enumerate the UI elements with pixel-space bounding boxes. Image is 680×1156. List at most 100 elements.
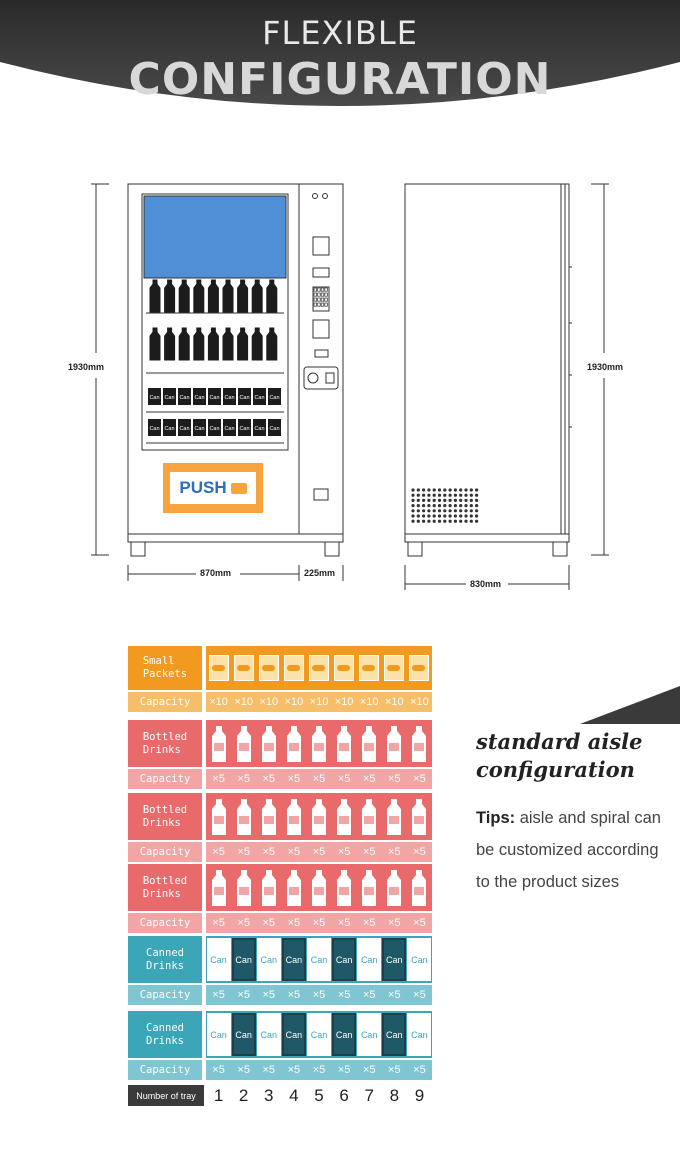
bottle-icon <box>412 869 427 906</box>
capacity-value: ×5 <box>237 773 250 785</box>
bottle-icon <box>178 279 190 313</box>
tray-product-cell <box>281 646 306 690</box>
tray-product-cell: Can <box>206 936 231 983</box>
capacity-label: Capacity <box>128 913 202 933</box>
tray-product-cell: Can <box>306 1011 331 1058</box>
corner-stripe <box>580 686 680 724</box>
tray-product-cell: Can <box>281 1011 306 1058</box>
grille-hole <box>469 488 473 492</box>
bottle-icon <box>266 327 278 361</box>
can-label: Can <box>239 426 249 432</box>
keypad-key <box>313 297 317 302</box>
tray-product-cell: Can <box>407 936 432 983</box>
capacity-label: Capacity <box>128 769 202 789</box>
grille-hole <box>475 493 479 497</box>
tray-product-cell <box>332 720 357 767</box>
tray-product-cell <box>306 864 331 911</box>
tray-number-label: Number of tray <box>128 1085 204 1106</box>
grille-hole <box>427 504 431 508</box>
can-icon: Can <box>407 1013 432 1056</box>
can-icon <box>148 419 161 436</box>
grille-hole <box>448 509 452 513</box>
bottle-icon <box>286 725 301 762</box>
can-icon <box>193 388 206 405</box>
tray-product-cell <box>231 646 256 690</box>
keypad-key <box>324 297 328 302</box>
capacity-value: ×5 <box>287 846 301 858</box>
grille-hole <box>464 493 468 497</box>
grille-hole <box>448 514 452 518</box>
capacity-value: ×5 <box>413 917 426 929</box>
tray-product-cell <box>206 793 231 840</box>
grille-hole <box>464 498 468 502</box>
bottle-icon <box>337 869 352 906</box>
capacity-value: ×5 <box>287 773 301 785</box>
capacity-value: ×10 <box>259 696 279 708</box>
bottle-icon <box>261 798 276 835</box>
grille-hole <box>416 488 420 492</box>
capacity-value: ×5 <box>212 846 225 858</box>
tray-number: 3 <box>264 1086 274 1105</box>
packet-icon <box>409 655 430 681</box>
grille-hole <box>427 519 431 523</box>
tray-product-cell <box>306 646 331 690</box>
capacity-cells: ×10×10×10×10×10×10×10×10×10 <box>206 692 432 712</box>
keypad-key <box>324 302 328 307</box>
can-label: Can <box>239 395 249 401</box>
grille-hole <box>422 514 426 518</box>
grille-hole <box>469 493 473 497</box>
grille-hole <box>443 514 447 518</box>
keypad-key <box>313 292 317 297</box>
can-icon <box>208 419 221 436</box>
packet-icon <box>359 655 380 681</box>
grille-hole <box>432 493 436 497</box>
bottle-icon <box>266 279 278 313</box>
bottle-icon <box>207 327 219 361</box>
tray-product-cell: Can <box>357 936 382 983</box>
grille-hole <box>448 493 452 497</box>
capacity-cells: ×5×5×5×5×5×5×5×5×5 <box>206 769 432 789</box>
grille-hole <box>459 504 463 508</box>
capacity-value: ×5 <box>337 917 351 929</box>
grille-hole <box>459 514 463 518</box>
grille-hole <box>432 514 436 518</box>
grille-hole <box>464 504 468 508</box>
tray-product-cell <box>407 646 432 690</box>
capacity-value: ×5 <box>287 1064 301 1076</box>
bottle-icon <box>222 279 234 313</box>
grille-hole <box>427 493 431 497</box>
keypad-key <box>324 292 328 297</box>
bottle-icon <box>222 327 234 361</box>
tray-number: 1 <box>213 1086 224 1105</box>
bottle-icon <box>362 798 377 835</box>
tray-product-cell: Can <box>256 936 281 983</box>
capacity-value: ×5 <box>237 989 250 1001</box>
grille-hole <box>469 498 473 502</box>
tray-product-cell <box>206 864 231 911</box>
capacity-value: ×5 <box>262 773 276 785</box>
tray-product-cell <box>256 646 281 690</box>
tray-product-cell <box>231 793 256 840</box>
grille-hole <box>459 488 463 492</box>
can-icon: Can <box>206 938 231 981</box>
can-label: Can <box>269 395 279 401</box>
bottle-icon <box>251 279 263 313</box>
tray-product-cell <box>281 793 306 840</box>
bottle-icon <box>362 869 377 906</box>
can-label: Can <box>254 395 264 401</box>
push-label: PUSH <box>179 478 227 497</box>
capacity-value: ×10 <box>359 696 379 708</box>
can-label: Can <box>179 395 189 401</box>
capacity-value: ×5 <box>237 917 250 929</box>
tray-product-cell <box>231 864 256 911</box>
grille-hole <box>422 498 426 502</box>
bottle-icon <box>193 327 205 361</box>
capacity-value: ×5 <box>262 917 276 929</box>
capacity-label: Capacity <box>128 692 202 712</box>
capacity-value: ×10 <box>334 696 354 708</box>
grille-hole <box>443 519 447 523</box>
